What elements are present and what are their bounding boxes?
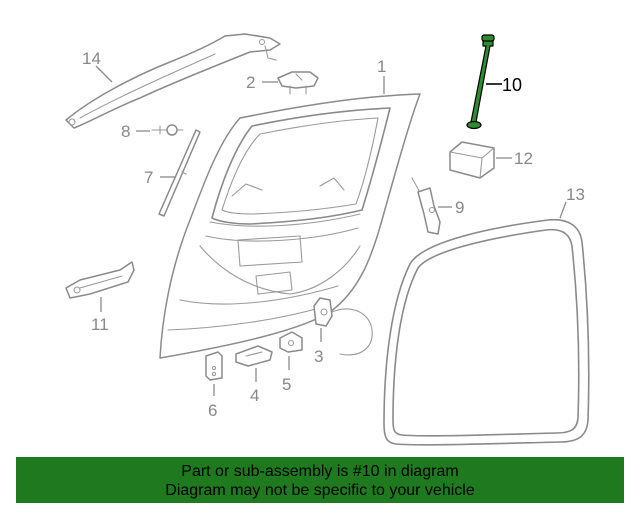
callout-9: 9 bbox=[455, 198, 464, 217]
parts-diagram: 14 2 1 8 7 10 bbox=[65, 33, 590, 446]
part-2-hinge bbox=[277, 71, 319, 95]
part-13-weatherstrip bbox=[383, 218, 590, 446]
banner-line-1: Part or sub-assembly is #10 in diagram bbox=[181, 463, 459, 480]
callout-3: 3 bbox=[314, 347, 323, 366]
callout-14: 14 bbox=[82, 49, 101, 68]
callout-2: 2 bbox=[246, 73, 255, 92]
callout-10: 10 bbox=[502, 75, 522, 95]
part-9-actuator bbox=[411, 177, 441, 235]
part-7-strut bbox=[158, 129, 201, 217]
callout-4: 4 bbox=[250, 386, 259, 405]
part-10-strut-highlighted bbox=[466, 34, 495, 130]
part-5-bracket bbox=[279, 331, 303, 353]
part-8-bolt bbox=[151, 124, 184, 136]
part-6-bumper bbox=[205, 351, 223, 381]
banner-line-2: Diagram may not be specific to your vehi… bbox=[165, 482, 475, 499]
callout-7: 7 bbox=[144, 168, 153, 187]
callout-12: 12 bbox=[514, 149, 533, 168]
part-11-handle bbox=[65, 261, 135, 299]
callout-5: 5 bbox=[282, 375, 291, 394]
part-3-latch bbox=[313, 297, 373, 356]
callout-8: 8 bbox=[121, 122, 130, 141]
callout-1: 1 bbox=[377, 57, 386, 76]
callout-13: 13 bbox=[566, 185, 585, 204]
info-banner: Part or sub-assembly is #10 in diagram D… bbox=[16, 457, 624, 503]
part-4-plate bbox=[235, 345, 273, 367]
part-12-module bbox=[449, 141, 495, 179]
callout-6: 6 bbox=[208, 401, 217, 420]
part-14-rail bbox=[65, 33, 281, 129]
callout-11: 11 bbox=[91, 315, 109, 334]
part-1-liftgate bbox=[159, 93, 421, 359]
